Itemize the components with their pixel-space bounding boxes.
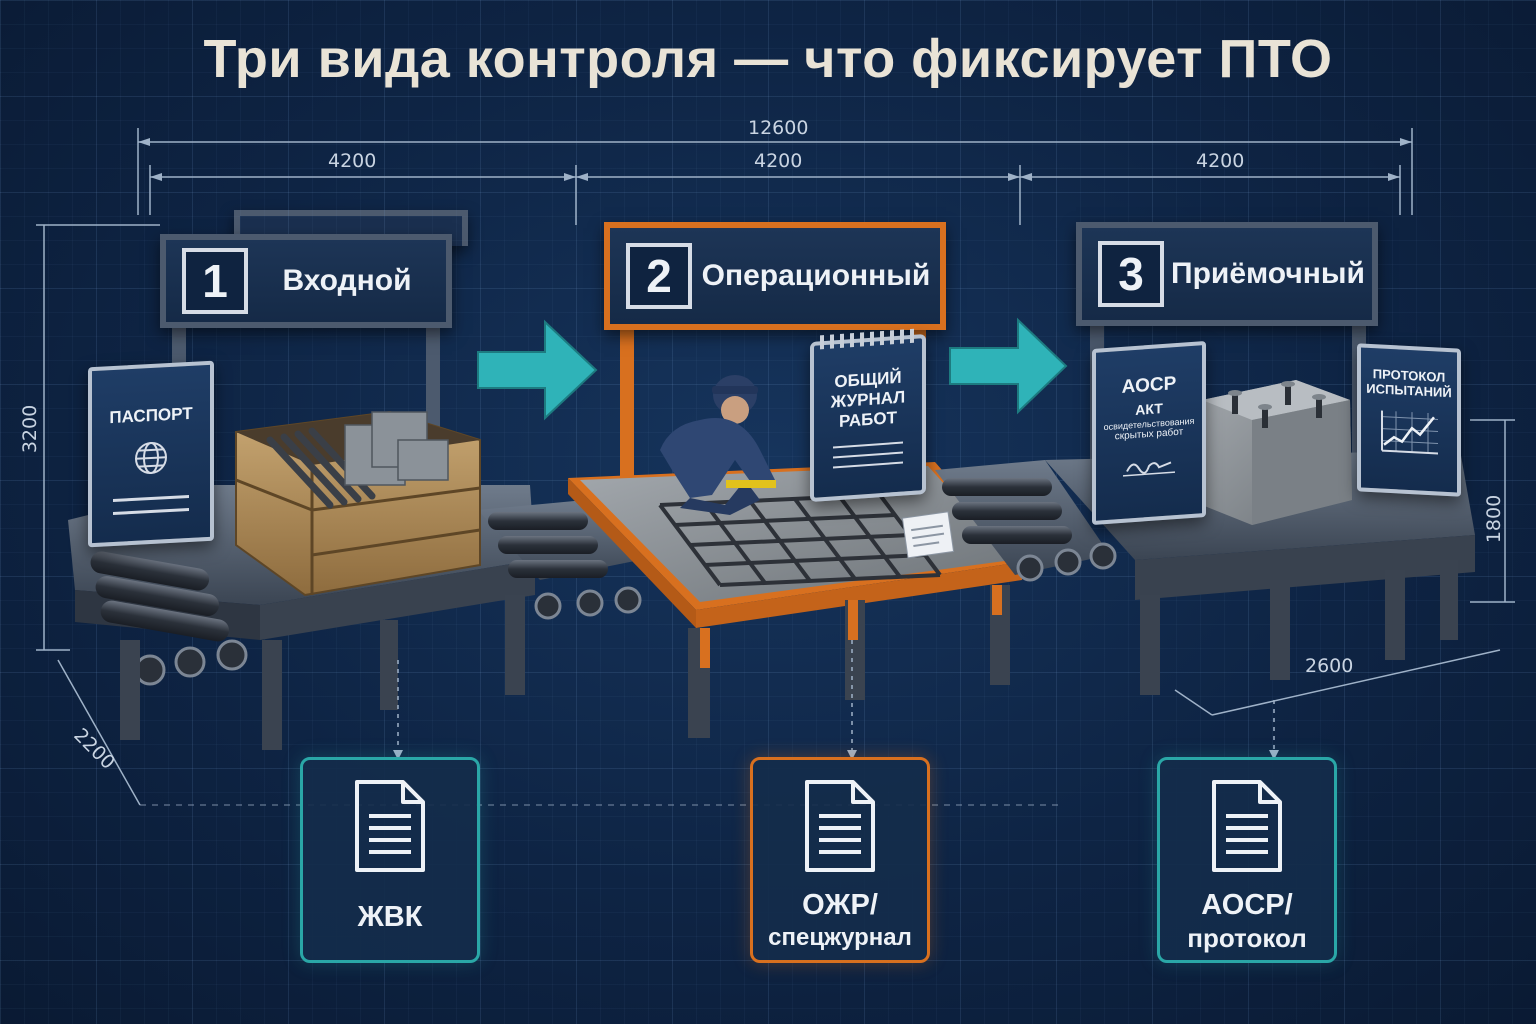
- journal-lines: [833, 441, 903, 469]
- dim-total: 12600: [748, 117, 809, 139]
- doc-box-ozhr[interactable]: ОЖР/ спецжурнал: [750, 757, 930, 963]
- document-icon: [805, 780, 875, 872]
- stage-2-label: Операционный: [701, 259, 931, 292]
- stage-2-number: 2: [626, 243, 692, 309]
- passport-lines: [113, 495, 189, 515]
- stage-2-sign: 2 Операционный: [604, 222, 946, 330]
- aosr-board: АОСР АКТ освидетельствования скрытых раб…: [1092, 341, 1206, 525]
- stage-1-label: Входной: [282, 264, 412, 297]
- doc-box-zhvk-label: ЖВК: [358, 900, 423, 935]
- passport-board-title: ПАСПОРТ: [109, 403, 193, 428]
- stage-1-sign: 1 Входной: [160, 234, 452, 328]
- document-icon: [1212, 780, 1282, 872]
- line-chart-icon: [1381, 410, 1438, 455]
- doc-aosr-line-1: АОСР/: [1201, 889, 1293, 921]
- flow-arrow-2: [949, 317, 1068, 415]
- journal-board: ОБЩИЙ ЖУРНАЛ РАБОТ: [810, 328, 926, 503]
- doc-aosr-line-2: протокол: [1187, 923, 1307, 954]
- signature-icon: [1123, 461, 1175, 477]
- doc-box-aosr[interactable]: АОСР/ протокол: [1157, 757, 1337, 963]
- doc-ozhr-line-2: спецжурнал: [768, 924, 912, 952]
- doc-box-zhvk[interactable]: ЖВК: [300, 757, 480, 963]
- dim-segment-1: 4200: [328, 150, 377, 172]
- stage-3-number: 3: [1098, 241, 1164, 307]
- dim-segment-2: 4200: [754, 150, 803, 172]
- dim-depth-right: 2600: [1305, 655, 1354, 677]
- passport-board: ПАСПОРТ: [88, 360, 214, 548]
- doc-box-aosr-label: АОСР/ протокол: [1187, 888, 1307, 955]
- aosr-title: АОСР: [1121, 373, 1177, 398]
- page-title: Три вида контроля — что фиксирует ПТО: [203, 29, 1333, 89]
- document-icon: [355, 780, 425, 872]
- dim-segment-3: 4200: [1196, 150, 1245, 172]
- flow-arrow-1: [477, 319, 598, 421]
- doc-zhvk-line-1: ЖВК: [357, 901, 423, 933]
- doc-box-ozhr-label: ОЖР/ спецжурнал: [768, 888, 912, 953]
- stage-3-sign: 3 Приёмочный: [1076, 222, 1378, 326]
- protocol-board: ПРОТОКОЛ ИСПЫТАНИЙ: [1357, 343, 1461, 497]
- stage-1-number: 1: [182, 248, 248, 314]
- worker-figure: [660, 375, 776, 515]
- stage-3-label: Приёмочный: [1171, 257, 1365, 290]
- doc-ozhr-line-1: ОЖР/: [802, 889, 878, 921]
- globe-icon: [135, 441, 167, 475]
